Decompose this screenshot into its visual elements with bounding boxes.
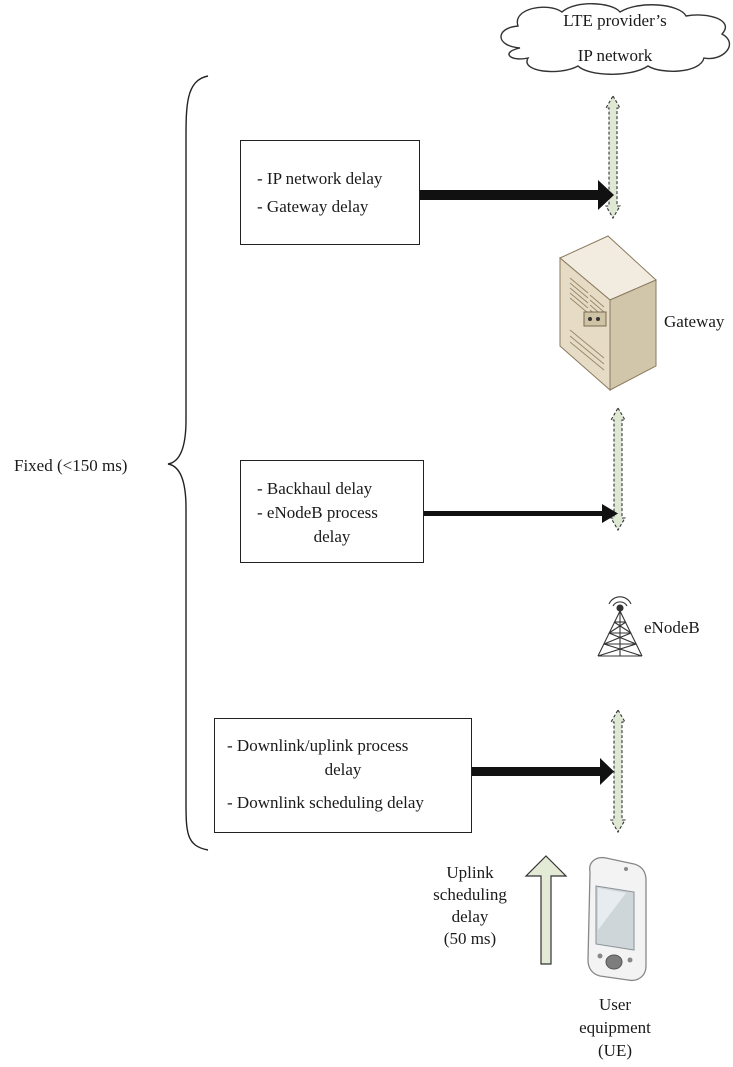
uplink-label-line4: (50 ms)	[443, 929, 497, 948]
gateway-label: Gateway	[664, 312, 725, 331]
arrow-ip-to-link	[420, 180, 614, 210]
arrow-downlink-to-link	[472, 758, 614, 785]
ip-box-line2: - Gateway delay	[257, 197, 369, 216]
user-equipment-icon	[587, 856, 647, 982]
link-segment-bottom	[610, 708, 626, 834]
ip-network-delay-box: - IP network delay - Gateway delay	[240, 140, 420, 245]
link-segment-middle	[610, 406, 626, 532]
fixed-label: Fixed (<150 ms)	[14, 456, 128, 475]
ue-label-line1: User	[598, 995, 632, 1014]
link-segment-top	[605, 94, 621, 220]
downlink-delay-box: - Downlink/uplink process delay - Downli…	[214, 718, 472, 833]
uplink-label-line1: Uplink	[446, 863, 494, 882]
fixed-brace	[167, 75, 209, 851]
uplink-arrow	[524, 855, 568, 965]
backhaul-box-line3: delay	[313, 527, 351, 546]
downlink-box-line3: - Downlink scheduling delay	[227, 793, 424, 812]
cloud-shape	[500, 3, 731, 75]
cloud-label-line2: IP network	[577, 46, 653, 65]
cloud-label-line1: LTE provider’s	[563, 11, 667, 30]
backhaul-delay-box: - Backhaul delay - eNodeB process delay	[240, 460, 424, 563]
ue-label-line3: (UE)	[598, 1041, 632, 1060]
ue-label-line2: equipment	[579, 1018, 651, 1037]
enodeb-tower-icon	[597, 596, 643, 657]
gateway-server-icon	[559, 235, 657, 392]
ip-box-line1: - IP network delay	[257, 169, 383, 188]
downlink-box-line2: delay	[324, 760, 362, 779]
backhaul-box-line1: - Backhaul delay	[257, 479, 373, 498]
arrow-backhaul-to-link	[424, 504, 618, 523]
backhaul-box-line2: - eNodeB process	[257, 503, 378, 522]
uplink-label-line3: delay	[451, 907, 489, 926]
downlink-box-line1: - Downlink/uplink process	[227, 736, 409, 755]
uplink-label-line2: scheduling	[433, 885, 507, 904]
enodeb-label: eNodeB	[644, 618, 700, 637]
